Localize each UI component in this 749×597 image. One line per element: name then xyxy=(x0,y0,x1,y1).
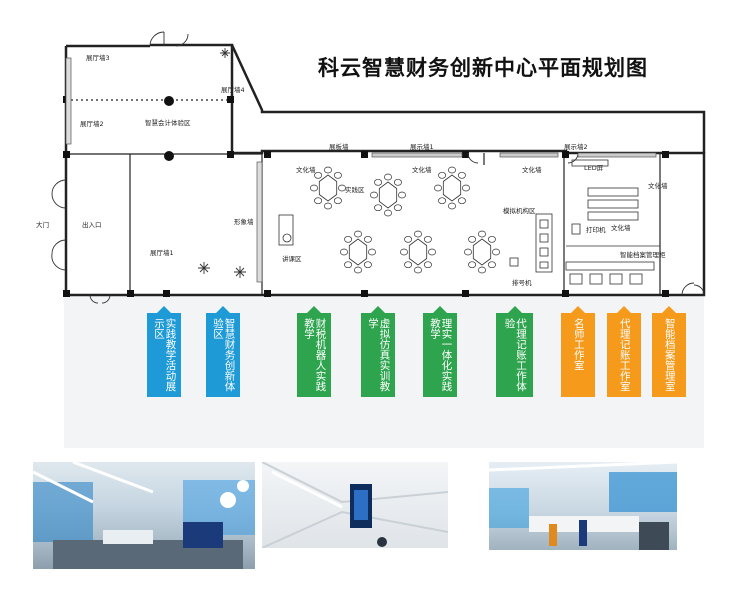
main-door-label: 大门 xyxy=(36,220,49,229)
group-table xyxy=(464,230,500,274)
culture-wall-label: 文化墙 xyxy=(296,165,316,174)
display-board-wall-label: 展板墙 xyxy=(329,142,349,151)
photo-archive-room xyxy=(489,462,677,550)
zone-label: 实践教学活动展示区 xyxy=(147,306,181,397)
zone-label: 智慧财务创新体验区 xyxy=(206,306,240,397)
columns xyxy=(63,96,669,297)
group-table xyxy=(340,230,376,274)
lecture-area-label: 讲课区 xyxy=(282,254,302,263)
zone-label: 财税机器人实践教学 xyxy=(297,306,331,397)
hall-wall-2-label: 展厅墙2 xyxy=(80,119,104,128)
show-wall-2-label: 展示墙2 xyxy=(564,142,588,151)
archive-cabinet-label: 智能档案管理柜 xyxy=(620,250,666,259)
hall-wall-1-label: 展厅墙1 xyxy=(150,248,174,257)
photo-archive-room-art xyxy=(489,462,677,550)
zone-label: 理实一体化实践教学 xyxy=(423,306,457,397)
queue-machine-label: 排号机 xyxy=(512,278,532,287)
right-room-furniture xyxy=(565,159,660,285)
photo-practice-room-art xyxy=(33,462,255,569)
photo-practice-room xyxy=(33,462,255,569)
culture-wall-label: 文化墙 xyxy=(412,165,432,174)
lectern-seat xyxy=(282,233,292,243)
entrance-label: 出入口 xyxy=(82,220,102,229)
image-wall-label: 形象墙 xyxy=(234,217,254,226)
hall-wall-4-label: 展厅墙4 xyxy=(221,85,245,94)
hatched-walls xyxy=(65,57,657,283)
smart-accounting-area-label: 智慧会计体验区 xyxy=(145,118,191,127)
page-title: 科云智慧财务创新中心平面规划图 xyxy=(318,55,648,80)
photo-corridor xyxy=(262,462,448,548)
zone-label: 代理记账工作体验 xyxy=(496,306,533,397)
photo-corridor-art xyxy=(262,462,448,548)
pillar xyxy=(164,151,174,161)
pillar xyxy=(164,96,174,106)
zone-label: 虚拟仿真实训教学 xyxy=(361,306,395,397)
printer-label: 打印机 xyxy=(586,225,606,234)
culture-wall-label: 文化墙 xyxy=(648,181,668,190)
zone-label: 代理记账工作室 xyxy=(607,306,641,397)
zone-label: 名师工作室 xyxy=(561,306,595,397)
practice-tables xyxy=(310,166,500,274)
inner-walls xyxy=(66,99,661,295)
zone-label: 智能档案管理室 xyxy=(652,306,686,397)
practice-area-label: 实践区 xyxy=(345,185,365,194)
culture-wall-label: 文化墙 xyxy=(611,223,631,232)
doors xyxy=(51,31,705,304)
lectern xyxy=(278,214,294,246)
culture-wall-label: 文化墙 xyxy=(522,165,542,174)
sim-org-desks xyxy=(509,213,553,273)
led-screen-label: LED屏 xyxy=(584,164,604,172)
group-table xyxy=(400,230,436,274)
group-table xyxy=(370,173,406,217)
outer-walls xyxy=(64,43,706,297)
hall-wall-3-label: 展厅墙3 xyxy=(86,53,110,62)
plant-icon xyxy=(198,48,246,278)
sim-org-area-label: 模拟机构区 xyxy=(503,206,536,215)
show-wall-1-label: 展示墙1 xyxy=(410,142,434,151)
group-table xyxy=(434,166,470,210)
group-table xyxy=(310,166,346,210)
